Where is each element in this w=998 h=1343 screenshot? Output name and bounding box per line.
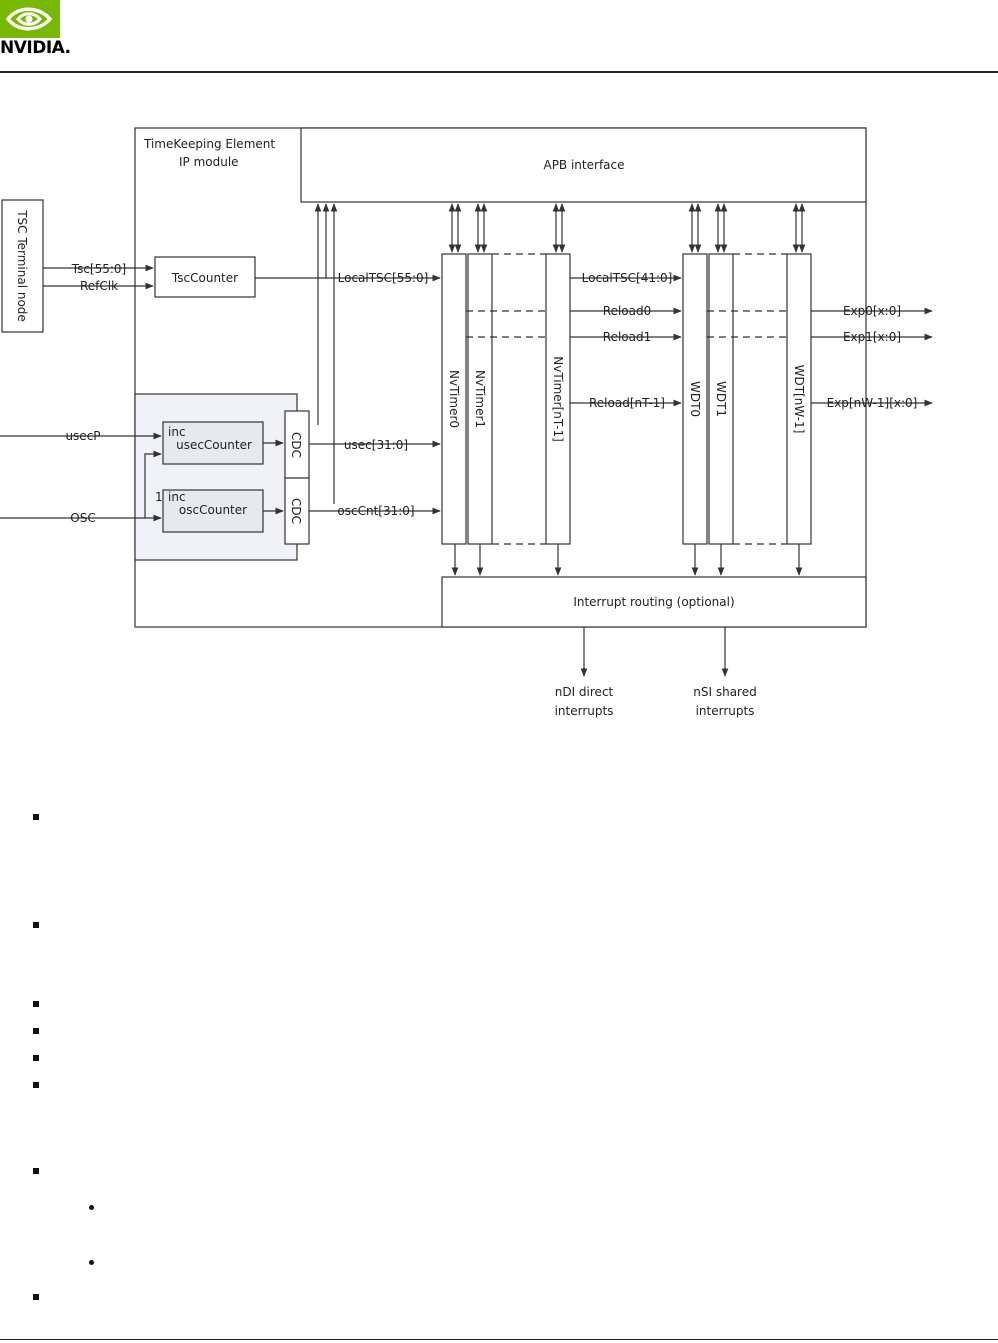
wdt1-box [708, 253, 734, 545]
module-title-line1: TimeKeeping Element [143, 137, 275, 151]
interrupt-routing-box [441, 576, 867, 628]
wdt1-label: WDT1 [714, 381, 728, 417]
usecp-signal-label: usecP [65, 429, 100, 443]
tsc-counter-label: TscCounter [171, 271, 238, 285]
osccnt-signal-label: oscCnt[31:0] [337, 504, 414, 518]
logo-wordmark: NVIDIA. [0, 38, 71, 58]
nvidia-logo-icon [0, 0, 60, 38]
list-bullet [33, 1168, 39, 1174]
list-bullet [33, 1294, 39, 1300]
timekeeping-block-diagram: TimeKeeping Element IP module APB interf… [0, 127, 933, 718]
list-bullet [33, 1028, 39, 1034]
nvtimer-n-label: NvTimer[nT-1] [551, 356, 565, 442]
nsi-label-line1: nSI shared [693, 685, 756, 699]
local-tsc41-signal-label: LocalTSC[41:0] [582, 271, 673, 285]
cdc-osc-box [284, 477, 310, 545]
page-header: NVIDIA. [0, 0, 998, 73]
tsc-terminal-node-label: TSC Terminal node [15, 209, 29, 322]
usec-counter-inc-label: inc [168, 425, 186, 439]
exp-n-label: Exp[nW-1][x:0] [827, 396, 918, 410]
list-sub-bullet [89, 1205, 94, 1210]
wdt0-label: WDT0 [688, 381, 702, 417]
exp0-label: Exp0[x:0] [843, 304, 901, 318]
nvtimer0-box [441, 253, 467, 545]
reload1-label: Reload1 [603, 330, 651, 344]
reload0-label: Reload0 [603, 304, 651, 318]
list-bullet [33, 1055, 39, 1061]
wdt0-box [682, 253, 708, 545]
refclk-signal-label: RefClk [80, 279, 118, 293]
interrupt-routing-label: Interrupt routing (optional) [573, 595, 734, 609]
usec-counter-label: usecCounter [176, 438, 252, 452]
usec-counter-box [162, 421, 264, 465]
list-bullet [33, 922, 39, 928]
header-divider [0, 71, 998, 73]
osc-counter-one-label: 1 [155, 490, 163, 504]
tsc-terminal-node-box [1, 199, 44, 333]
ndi-label-line1: nDI direct [555, 685, 614, 699]
usec-out-signal-label: usec[31:0] [344, 438, 408, 452]
nvtimer1-box [467, 253, 493, 545]
nvtimer0-label: NvTimer0 [447, 370, 461, 428]
osc-signal-label: OSC [70, 511, 95, 525]
nvtimer1-label: NvTimer1 [473, 370, 487, 428]
osc-counter-inc-label: inc [168, 490, 186, 504]
osc-counter-box [162, 489, 264, 533]
list-bullet [33, 814, 39, 820]
footer-divider [0, 1339, 998, 1340]
reload-n-label: Reload[nT-1] [589, 396, 665, 410]
tsc-counter-box [154, 256, 256, 298]
apb-interface-label: APB interface [543, 158, 624, 172]
cdc-usec-label: CDC [289, 432, 303, 458]
list-sub-bullet [89, 1260, 94, 1265]
nsi-label-line2: interrupts [696, 704, 755, 718]
ndi-label-line2: interrupts [555, 704, 614, 718]
local-tsc-signal-label: LocalTSC[55:0] [338, 271, 429, 285]
cdc-osc-label: CDC [289, 498, 303, 524]
list-bullet [33, 1082, 39, 1088]
tsc-signal-label: Tsc[55:0] [71, 262, 127, 276]
counter-group-panel [134, 393, 298, 561]
list-bullet [33, 1001, 39, 1007]
osc-counter-label: oscCounter [179, 503, 247, 517]
exp1-label: Exp1[x:0] [843, 330, 901, 344]
wdt-n-label: WDT[nW-1] [792, 365, 806, 434]
apb-interface-box [300, 127, 867, 203]
module-title-line2: IP module [179, 155, 239, 169]
wdt-n-box [786, 253, 812, 545]
